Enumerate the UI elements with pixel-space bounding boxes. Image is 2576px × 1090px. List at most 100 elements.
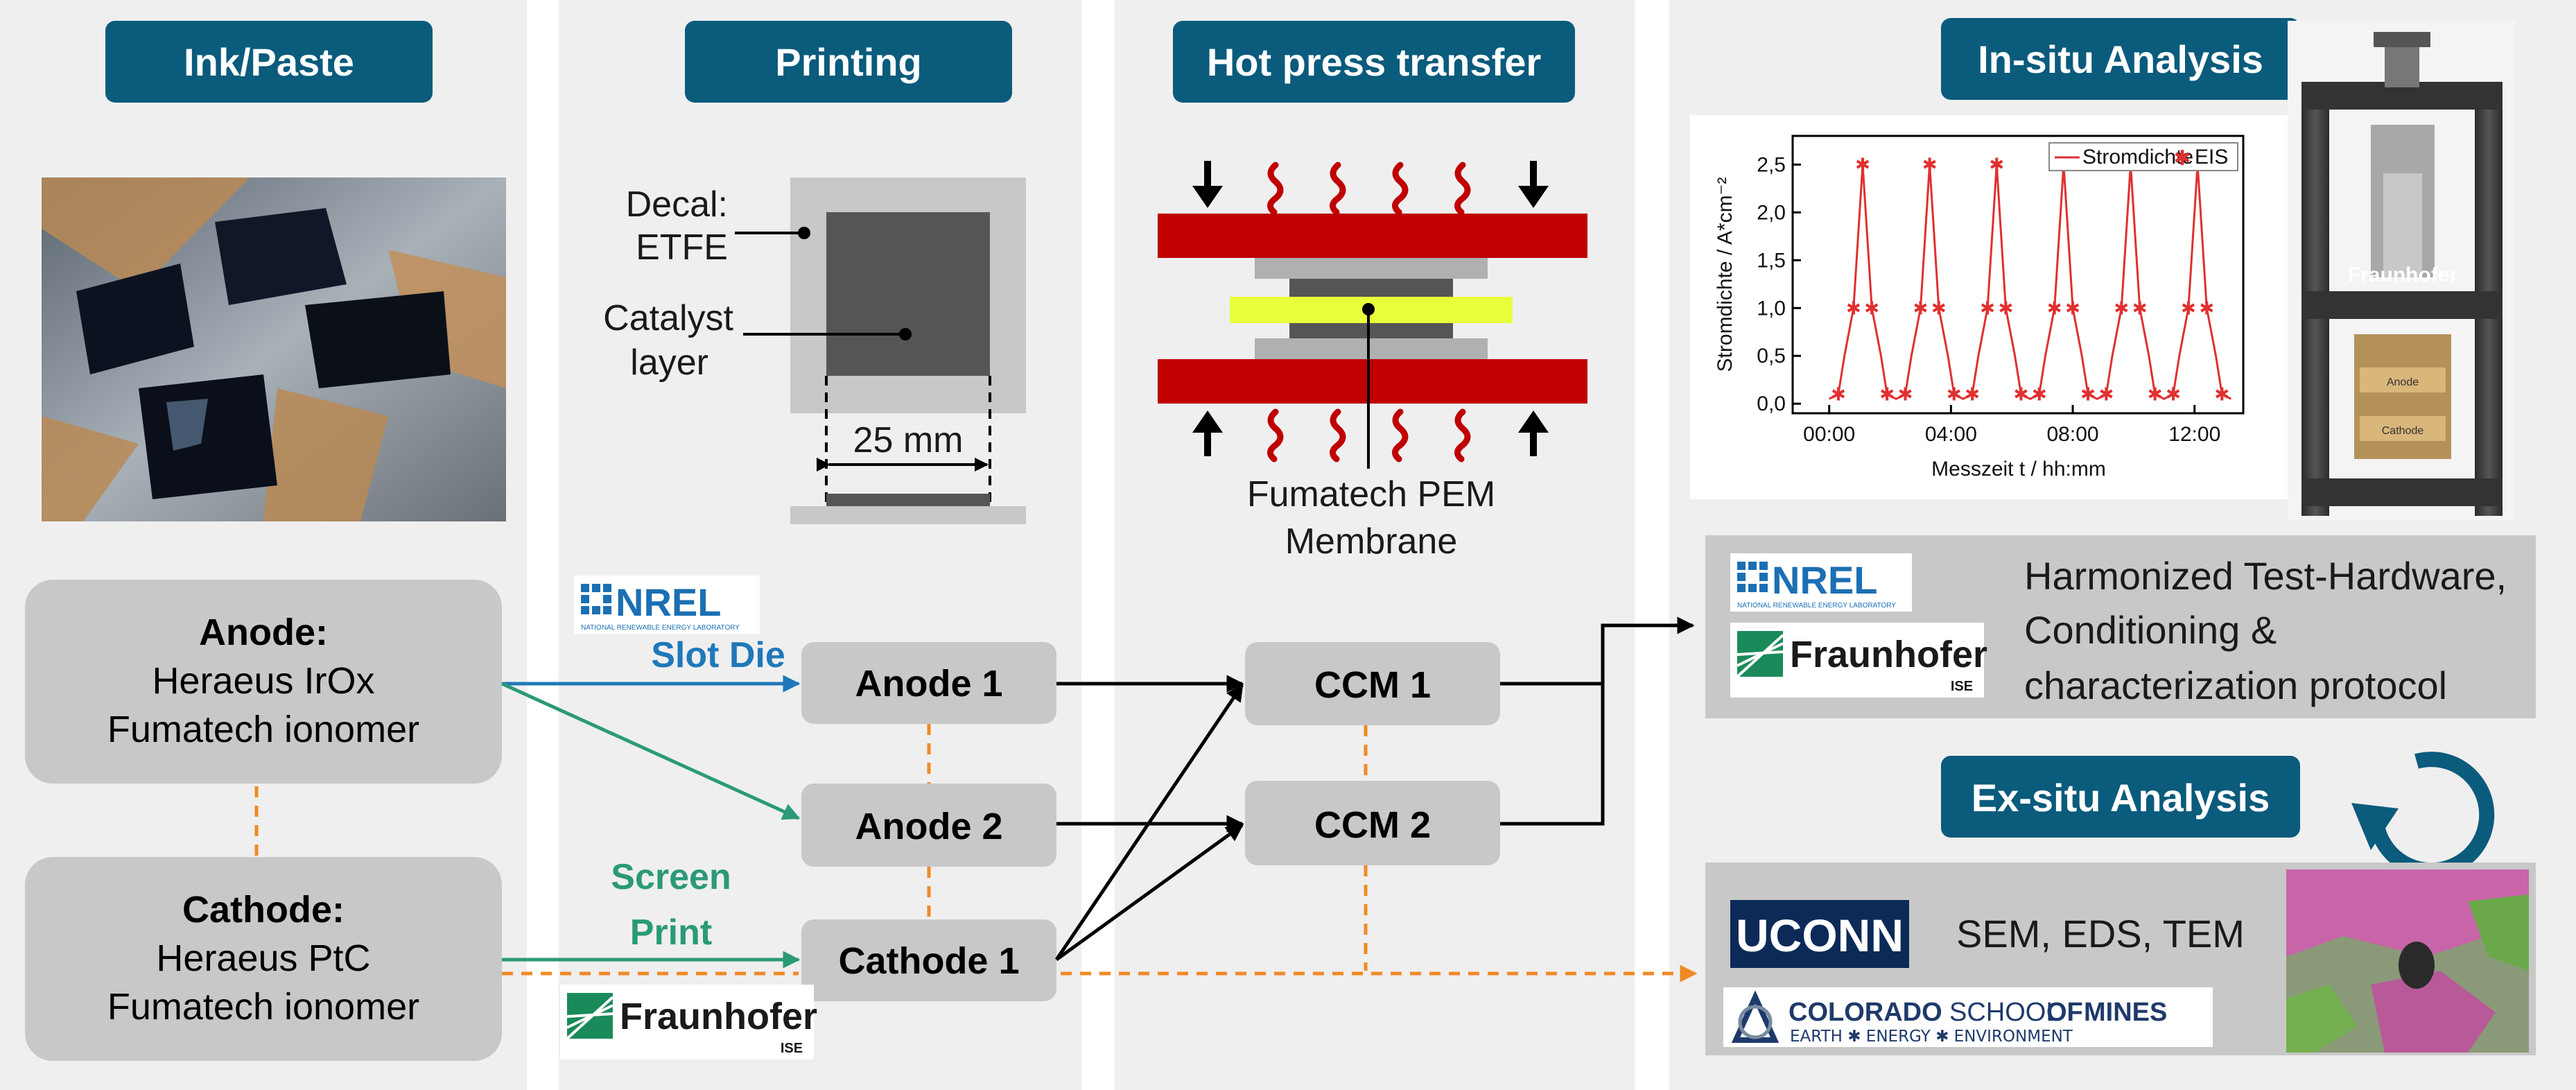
header-ink: Ink/Paste — [105, 21, 433, 103]
y-tick-label: 1,5 — [1757, 249, 1786, 272]
svg-text:In-situ Analysis: In-situ Analysis — [1978, 37, 2263, 81]
uconn-text: UCONN — [1736, 910, 1904, 961]
series-eis-point: ✱ — [1980, 298, 1995, 319]
anode-material-line2: Fumatech ionomer — [107, 709, 419, 750]
chart-plot-area — [1791, 135, 2245, 415]
cathode-material-title: Cathode: — [182, 889, 345, 931]
node-ccm2-label: CCM 2 — [1314, 804, 1431, 846]
x-tick-label: 04:00 — [1925, 423, 1977, 446]
series-eis-point: ✱ — [1947, 384, 1962, 405]
fraunhofer-logo-printing: Fraunhofer ISE — [560, 985, 817, 1059]
fraunhofer-text-harmonized: Fraunhofer — [1790, 634, 1987, 675]
decal-label-2: ETFE — [636, 227, 728, 268]
anode-material-line1: Heraeus IrOx — [152, 660, 374, 702]
cathode-material-box — [25, 857, 502, 1061]
series-eis-point: ✱ — [2013, 384, 2028, 405]
nrel-sub-harmonized: NATIONAL RENEWABLE ENERGY LABORATORY — [1737, 602, 1896, 609]
anode-material-box — [25, 580, 502, 784]
ink-paste-photo — [42, 178, 506, 521]
panel-hotpress — [1115, 0, 1635, 1090]
uconn-logo: UCONN — [1730, 900, 1909, 968]
node-cathode1: Cathode 1 — [801, 919, 1056, 1001]
series-stromdichte-line — [1829, 164, 2232, 400]
cycle-arrow-icon — [2351, 752, 2495, 879]
cell-fraunhofer-badge: Fraunhofer — [2348, 263, 2458, 286]
fraunhofer-sub-printing: ISE — [781, 1041, 803, 1056]
decal-label-1: Decal: — [626, 184, 728, 225]
header-exsitu: Ex-situ Analysis — [1941, 756, 2300, 838]
y-tick-label: 0,0 — [1757, 392, 1786, 415]
node-ccm1-label: CCM 1 — [1314, 664, 1431, 706]
series-eis-point: ✱ — [2065, 298, 2080, 319]
cell-cathode-text: Cathode — [2382, 425, 2424, 437]
mines-text-mines: MINES — [2084, 998, 2167, 1027]
nrel-text-harmonized: NREL — [1772, 558, 1877, 602]
series-eis-point: ✱ — [2148, 384, 2163, 405]
mines-text-school: SCHOOL — [1949, 998, 2060, 1027]
svg-text:Hot press transfer: Hot press transfer — [1207, 40, 1541, 84]
node-anode2: Anode 2 — [801, 784, 1056, 867]
header-hotpress: Hot press transfer — [1173, 21, 1575, 103]
series-eis-point: ✱ — [2199, 298, 2214, 319]
heat-waves — [1267, 162, 1471, 462]
chart-xlabel: Messzeit t / hh:mm — [1931, 458, 2106, 481]
x-tick-label: 12:00 — [2168, 423, 2220, 446]
screen-print-label-2: Print — [630, 912, 712, 953]
series-eis-point: ✱ — [2214, 384, 2229, 405]
series-eis-point: ✱ — [1989, 155, 2004, 175]
hotpress-diagram — [1158, 161, 1587, 469]
series-eis-point: ✱ — [1831, 384, 1846, 405]
series-eis-point: ✱ — [2114, 298, 2129, 319]
series-eis-point: ✱ — [1855, 155, 1870, 175]
fraunhofer-text-printing: Fraunhofer — [620, 996, 817, 1037]
cell-anode-text: Anode — [2387, 377, 2419, 388]
anode-material-title: Anode: — [199, 612, 328, 653]
series-eis-point: ✱ — [1879, 384, 1895, 405]
series-eis-point: ✱ — [2032, 384, 2047, 405]
nrel-text-printing: NREL — [616, 580, 721, 624]
black-arrows — [1054, 616, 1695, 962]
series-eis-point: ✱ — [2098, 384, 2114, 405]
series-eis-point: ✱ — [2047, 298, 2062, 319]
svg-text:Ex-situ Analysis: Ex-situ Analysis — [1972, 776, 2270, 820]
series-eis-point: ✱ — [1864, 298, 1879, 319]
header-insitu: In-situ Analysis — [1941, 18, 2300, 100]
chart-ylabel: Stromdichte / A*cm⁻² — [1714, 178, 1737, 372]
fraunhofer-logo-harmonized: Fraunhofer ISE — [1730, 623, 1987, 698]
nrel-logo-harmonized: NREL NATIONAL RENEWABLE ENERGY LABORATOR… — [1730, 553, 1912, 612]
series-eis-point: ✱ — [1913, 298, 1929, 319]
harmonized-line-1: Harmonized Test-Hardware, — [2024, 554, 2507, 598]
node-ccm2: CCM 2 — [1245, 781, 1500, 865]
harmonized-line-2: Conditioning & — [2024, 608, 2277, 652]
orange-dashed-links — [254, 724, 1698, 983]
legend-eis: EIS — [2195, 146, 2228, 168]
y-tick-label: 0,5 — [1757, 345, 1786, 367]
screen-print-label-1: Screen — [611, 857, 731, 897]
node-anode1: Anode 1 — [801, 642, 1056, 724]
series-eis-point: ✱ — [2166, 384, 2181, 405]
harmonized-line-3: characterization protocol — [2024, 664, 2447, 707]
nrel-sub-printing: NATIONAL RENEWABLE ENERGY LABORATORY — [581, 624, 740, 632]
mines-text-of: OF — [2046, 998, 2083, 1027]
catalyst-label-1: Catalyst — [603, 298, 733, 338]
sem-image — [2286, 870, 2529, 1053]
series-eis-point: ✱ — [2080, 384, 2096, 405]
cathode-material-line2: Fumatech ionomer — [107, 986, 419, 1028]
mines-text-colorado: COLORADO — [1789, 998, 1942, 1027]
cathode-material-line1: Heraeus PtC — [156, 937, 370, 979]
mines-sub: EARTH ✱ ENERGY ✱ ENVIRONMENT — [1790, 1028, 2073, 1046]
exsitu-methods: SEM, EDS, TEM — [1956, 912, 2245, 955]
node-cathode1-label: Cathode 1 — [838, 940, 1019, 982]
membrane-label-2: Membrane — [1285, 521, 1458, 562]
y-tick-label: 2,0 — [1757, 201, 1786, 224]
header-printing: Printing — [685, 21, 1012, 103]
membrane-label-1: Fumatech PEM — [1247, 474, 1495, 514]
series-eis-point: ✱ — [1898, 384, 1913, 405]
catalyst-label-2: layer — [630, 343, 708, 383]
decal-diagram — [735, 178, 1026, 524]
series-eis-point: ✱ — [2132, 298, 2148, 319]
svg-text:Printing: Printing — [775, 40, 922, 84]
